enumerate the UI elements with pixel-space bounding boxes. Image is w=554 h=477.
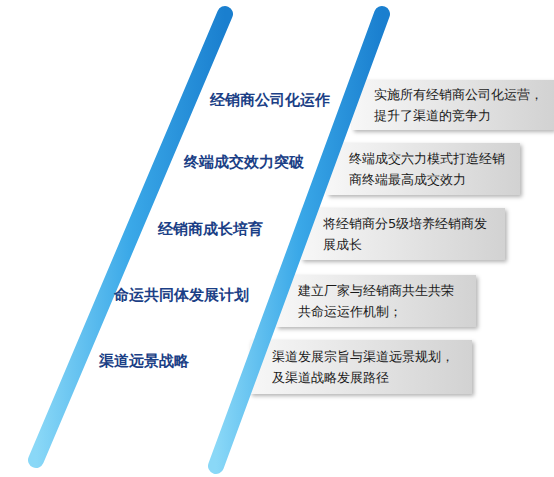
step-description: 将经销商分5级培养经销商发展成长 [323,213,495,255]
rung-label: 经销商成长培育 [130,208,290,250]
rung-label: 渠道远景战略 [66,340,222,382]
step-description: 渠道发展宗旨与渠道远景规划，及渠道战略发展路径 [272,346,462,388]
step-title: 命运共同体发展计划 [114,286,249,305]
description-box: 将经销商分5级培养经销商发展成长 [301,208,505,260]
step-title: 终端成交效力突破 [184,153,304,172]
step-description: 实施所有经销商公司化运营，提升了渠道的竞争力 [374,84,544,126]
description-box: 渠道发展宗旨与渠道远景规划，及渠道战略发展路径 [250,340,472,394]
step-title: 经销商公司化运作 [210,91,330,110]
step-description: 建立厂家与经销商共生共荣共命运运作机制； [298,280,466,322]
rung-label: 终端成交效力突破 [163,141,325,183]
step-title: 渠道远景战略 [99,352,189,371]
description-box: 终端成交六力模式打造经销商终端最高成交效力 [327,143,520,195]
step-title: 经销商成长培育 [158,220,263,239]
description-box: 建立厂家与经销商共生共荣共命运运作机制； [276,275,476,327]
step-description: 终端成交六力模式打造经销商终端最高成交效力 [349,148,510,190]
rung-label: 命运共同体发展计划 [92,274,270,316]
description-box: 实施所有经销商公司化运营，提升了渠道的竞争力 [352,80,554,130]
rung-label: 经销商公司化运作 [190,79,350,121]
